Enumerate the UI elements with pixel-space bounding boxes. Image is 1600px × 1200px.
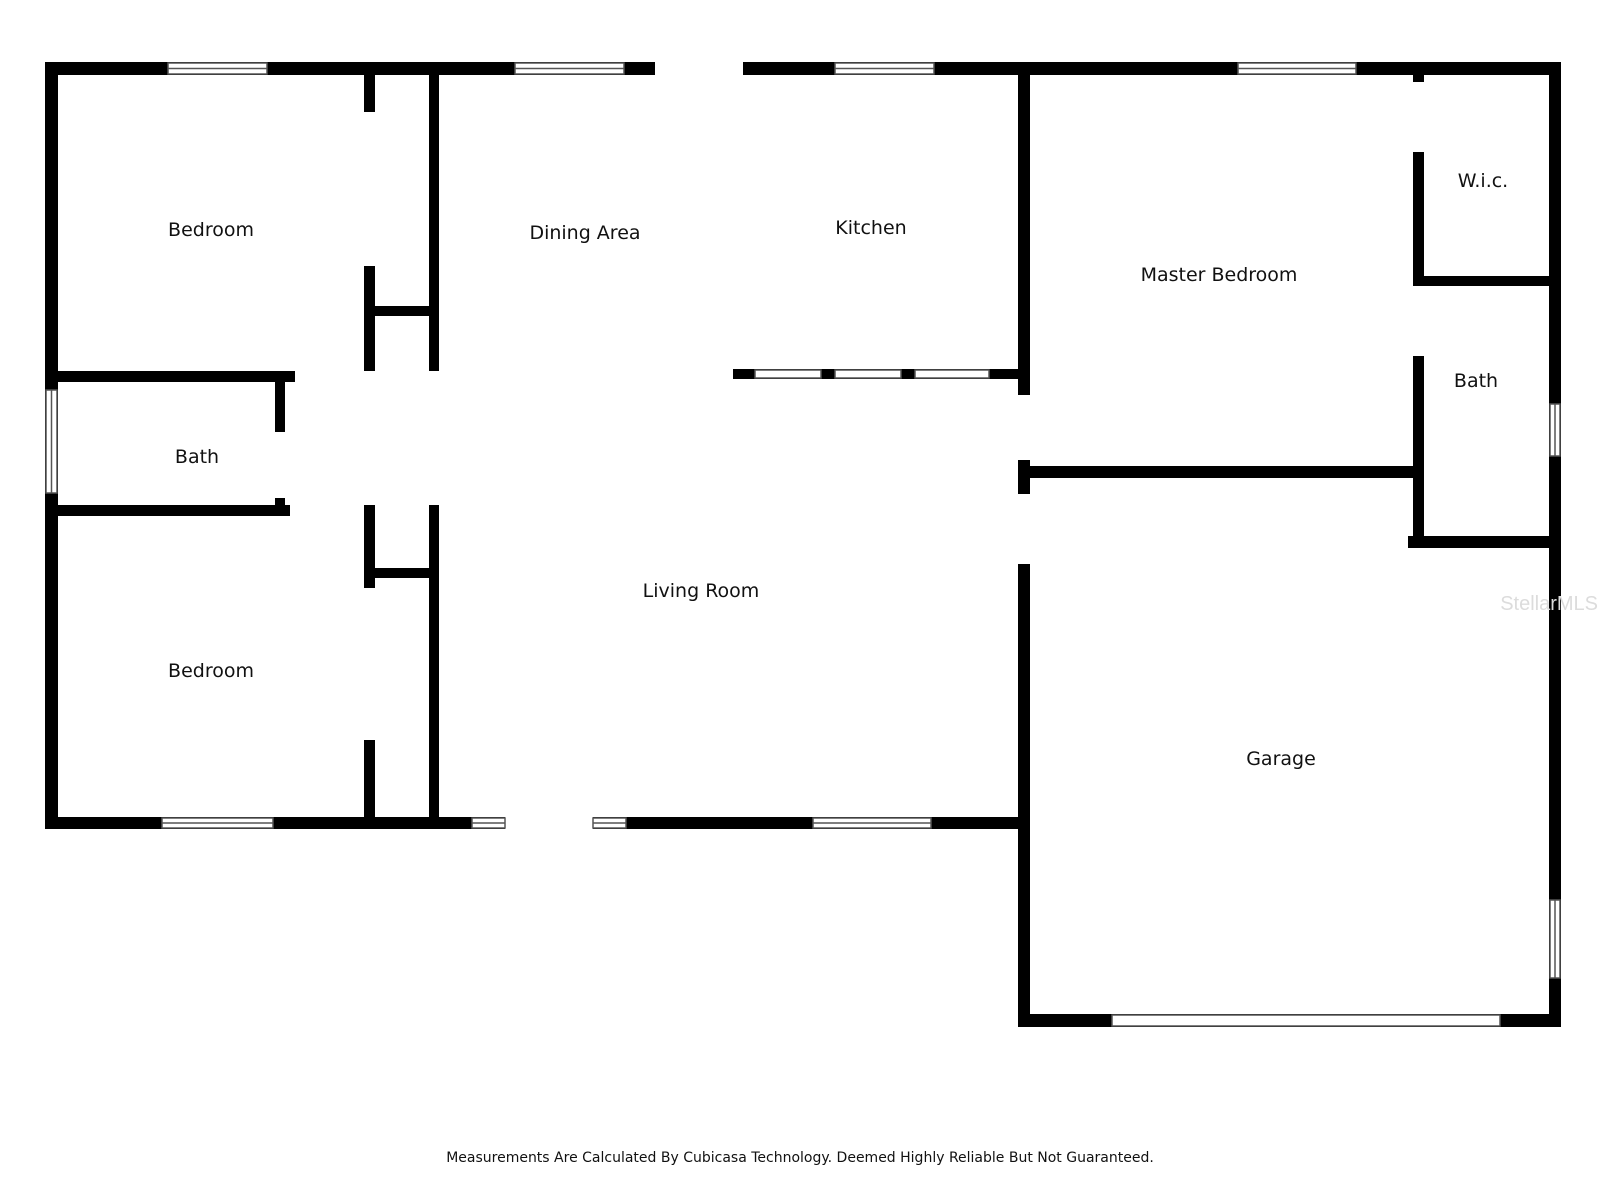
door-bedroom-top xyxy=(295,371,440,382)
label-bath-right: Bath xyxy=(1454,370,1498,392)
walls xyxy=(45,62,1561,1027)
door-bedroom-top-closet xyxy=(364,112,375,266)
window-kitchen xyxy=(834,62,935,75)
window-entry-left xyxy=(471,817,506,829)
window-counter-1 xyxy=(754,369,822,379)
window-bath-left xyxy=(45,389,58,494)
window-bath-right xyxy=(1549,403,1561,457)
wall-wic-bottom xyxy=(1413,276,1561,286)
door-front-entry xyxy=(655,62,743,75)
measurement-disclaimer: Measurements Are Calculated By Cubicasa … xyxy=(446,1150,1154,1166)
door-wic xyxy=(1413,82,1424,152)
label-dining-area: Dining Area xyxy=(529,222,640,244)
wall-bath-right-bottom xyxy=(1408,536,1561,548)
label-kitchen: Kitchen xyxy=(835,217,906,239)
stellarmls-watermark: StellarMLS xyxy=(1500,593,1598,615)
window-bedroom-bottom xyxy=(161,817,274,829)
wall-closet-bottom-right xyxy=(429,505,439,829)
door-bath-right xyxy=(1413,286,1424,356)
window-garage-side xyxy=(1549,899,1561,979)
window-master xyxy=(1237,62,1357,75)
label-wic: W.i.c. xyxy=(1458,170,1508,192)
wall-bottom-right xyxy=(593,817,1024,829)
window-dining xyxy=(514,62,625,75)
wall-closet-top-divider xyxy=(364,306,439,316)
window-bedroom-top xyxy=(167,62,268,75)
window-counter-3 xyxy=(914,369,990,379)
garage-door xyxy=(1111,1014,1501,1027)
window-entry-right xyxy=(592,817,627,829)
label-master-bedroom: Master Bedroom xyxy=(1141,264,1298,286)
door-garage xyxy=(1018,494,1030,564)
door-master xyxy=(1018,395,1030,460)
label-bedroom-bottom: Bedroom xyxy=(168,660,254,682)
label-bath-left: Bath xyxy=(175,446,219,468)
room-labels: Bedroom Bath Bedroom Dining Area Kitchen… xyxy=(168,170,1508,770)
door-bath-left xyxy=(275,432,285,498)
window-living xyxy=(812,817,932,829)
door-bedroom-bottom xyxy=(290,505,360,516)
wall-closet-top-right xyxy=(429,62,439,382)
label-garage: Garage xyxy=(1246,748,1316,770)
window-counter-2 xyxy=(834,369,902,379)
door-openings xyxy=(275,62,1424,740)
windows xyxy=(45,62,1561,1027)
door-bedroom-bottom-closet xyxy=(364,588,375,740)
wall-bedroom-top-bottom xyxy=(45,371,295,382)
label-bedroom-top: Bedroom xyxy=(168,219,254,241)
wall-bath-left-bottom xyxy=(45,505,290,516)
wall-master-bottom xyxy=(1018,466,1418,478)
wall-closet-bottom-divider xyxy=(364,568,439,578)
label-living-room: Living Room xyxy=(643,580,760,602)
wall-bottom-left xyxy=(45,817,505,829)
